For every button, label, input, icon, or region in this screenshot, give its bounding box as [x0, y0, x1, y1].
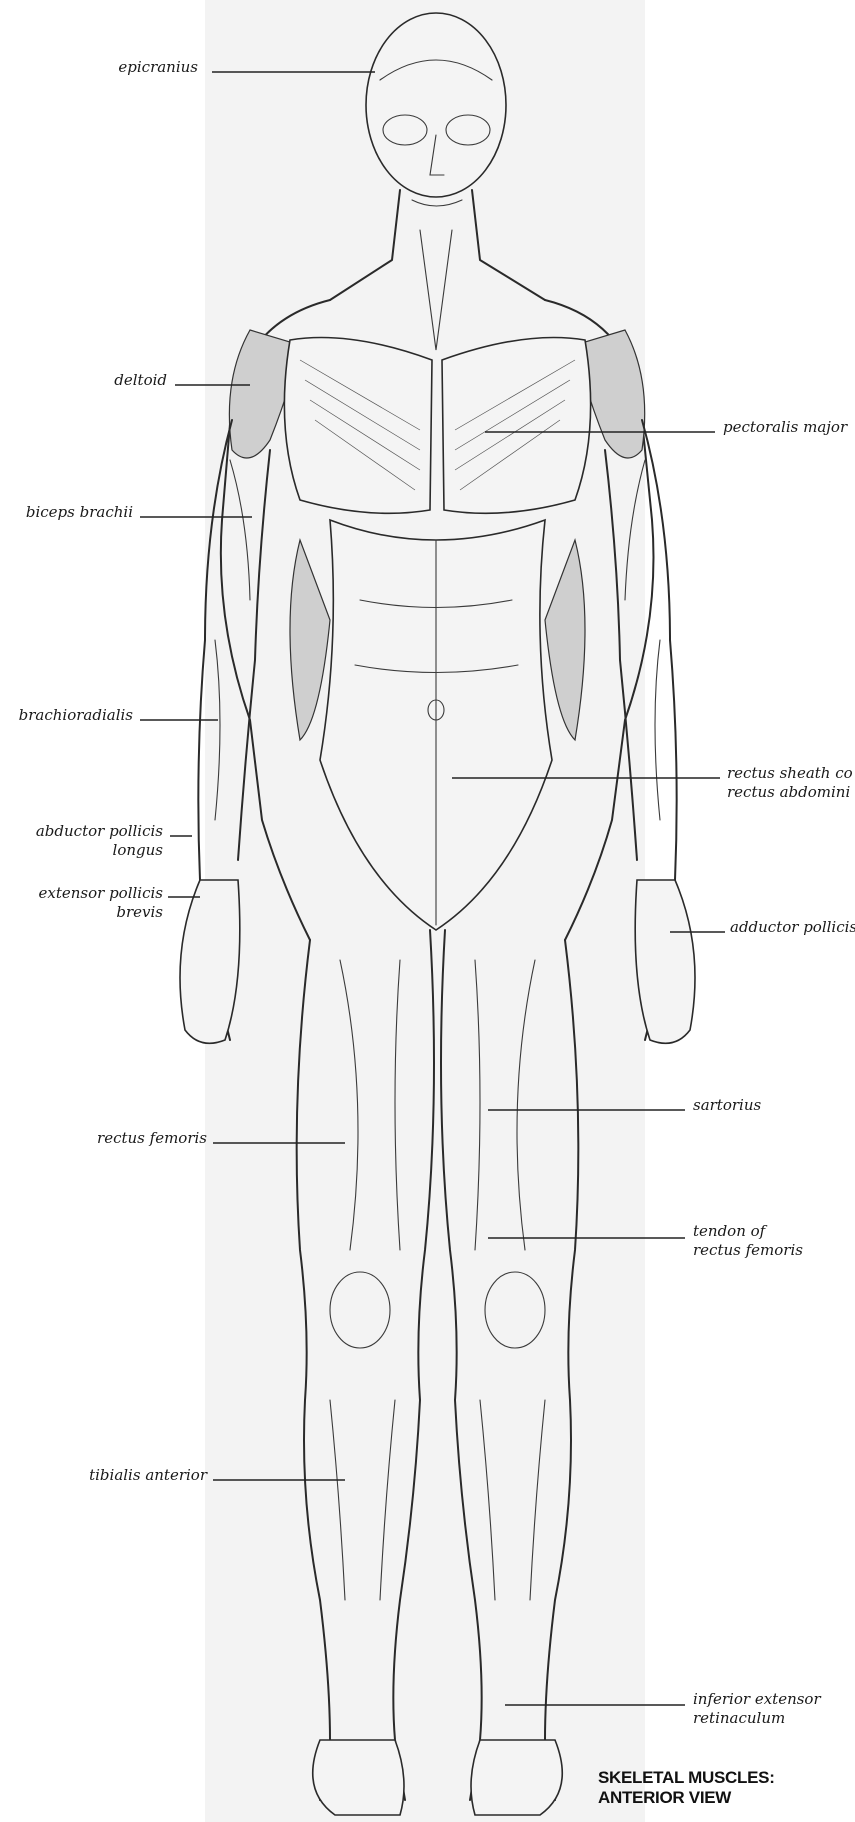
label-brachioradialis: brachioradialis: [19, 706, 133, 725]
label-epicranius: epicranius: [118, 58, 198, 77]
label-sartorius: sartorius: [693, 1096, 761, 1115]
label-deltoid: deltoid: [114, 371, 167, 390]
label-tendon-of-rectus-femoris: tendon of rectus femoris: [693, 1222, 803, 1260]
label-tendon-line1: tendon of: [693, 1222, 803, 1241]
label-abductor-line1: abductor pollicis: [36, 822, 163, 841]
label-abductor-line2: longus: [36, 841, 163, 860]
label-rectus-femoris: rectus femoris: [97, 1129, 207, 1148]
figure-caption: SKELETAL MUSCLES: ANTERIOR VIEW: [598, 1768, 775, 1808]
label-retinaculum-line1: inferior extensor: [693, 1690, 821, 1709]
label-adductor-pollicis: adductor pollicis: [730, 918, 855, 937]
caption-line2: ANTERIOR VIEW: [598, 1788, 775, 1808]
label-pectoralis-major: pectoralis major: [723, 418, 847, 437]
label-tendon-line2: rectus femoris: [693, 1241, 803, 1260]
label-abductor-pollicis-longus: abductor pollicis longus: [36, 822, 163, 860]
caption-line1: SKELETAL MUSCLES:: [598, 1768, 775, 1788]
label-rectus-sheath: rectus sheath co rectus abdomini: [727, 764, 853, 802]
label-extensor-line2: brevis: [39, 903, 164, 922]
label-biceps-brachii: biceps brachii: [26, 503, 133, 522]
label-inferior-extensor-retinaculum: inferior extensor retinaculum: [693, 1690, 821, 1728]
label-tibialis-anterior: tibialis anterior: [89, 1466, 207, 1485]
label-extensor-pollicis-brevis: extensor pollicis brevis: [39, 884, 164, 922]
label-rectus-sheath-line1: rectus sheath co: [727, 764, 853, 783]
label-extensor-line1: extensor pollicis: [39, 884, 164, 903]
label-retinaculum-line2: retinaculum: [693, 1709, 821, 1728]
label-rectus-sheath-line2: rectus abdomini: [727, 783, 853, 802]
